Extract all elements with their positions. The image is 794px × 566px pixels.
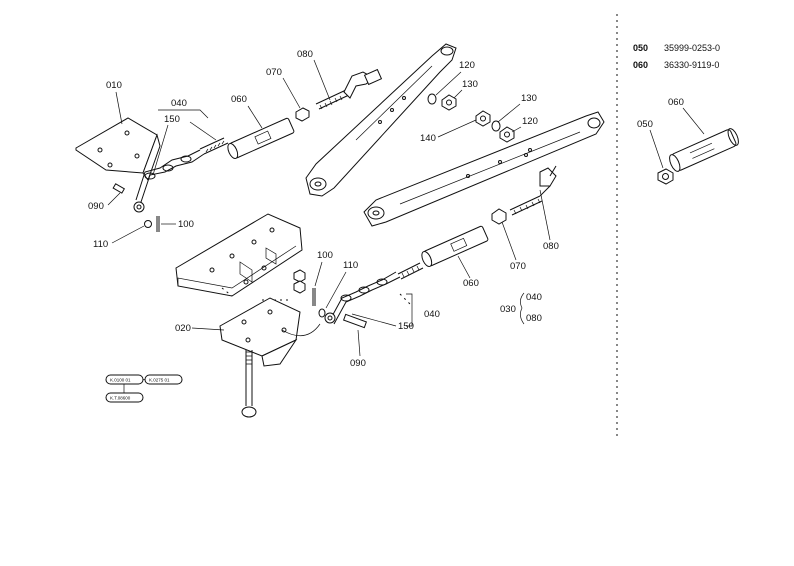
- callout-110-top: 110: [93, 239, 108, 250]
- callout-060-top: 060: [231, 94, 247, 105]
- bracket-plate-010: 010: [75, 80, 161, 182]
- callout-100-top: 100: [178, 219, 194, 230]
- lower-turnbuckle: 080 070 060: [421, 165, 559, 289]
- callout-130-mid: 130: [521, 93, 537, 104]
- serial-box-3: [105, 392, 144, 403]
- mounting-frame: [175, 213, 306, 301]
- callout-070-top: 070: [266, 67, 282, 78]
- callout-010: 010: [106, 80, 122, 91]
- callout-060-bot: 060: [463, 278, 479, 289]
- callout-080-group: 080: [526, 313, 542, 324]
- lower-lift-chain: 040 150: [324, 262, 440, 332]
- bracket-plate-020: 020: [175, 297, 321, 367]
- callout-140: 140: [420, 133, 436, 144]
- legend-code-1: 050: [633, 43, 648, 53]
- legend-code-2: 060: [633, 60, 648, 70]
- mounting-bolt: [241, 350, 257, 418]
- callout-080-top: 080: [297, 49, 313, 60]
- callout-070-bot: 070: [510, 261, 526, 272]
- lift-arm-upper: [305, 43, 457, 197]
- upper-turnbuckle: 060 070 080: [227, 49, 383, 160]
- legend-part-number-1: 35999-0253-0: [664, 43, 720, 53]
- legend-part-number-2: 36330-9119-0: [664, 60, 719, 70]
- assembly-group-030: 040 030 080: [500, 292, 542, 325]
- parts-legend: 050 35999-0253-0 060 36330-9119-0: [633, 43, 720, 70]
- callout-120-top: 120: [459, 60, 475, 71]
- callout-080-bot: 080: [543, 241, 559, 252]
- pin-090-lower: 090: [342, 313, 368, 369]
- callout-050-side: 050: [637, 119, 653, 130]
- callout-030: 030: [500, 304, 516, 315]
- callout-150-bot: 150: [398, 321, 414, 332]
- washer-cotter-upper: 110 100: [93, 216, 194, 250]
- callout-090-bot: 090: [350, 358, 366, 369]
- side-detail-sleeve: 050 060: [637, 97, 739, 185]
- lift-arm-lower: [363, 111, 605, 227]
- callout-130-top: 130: [462, 79, 478, 90]
- callout-020: 020: [175, 323, 191, 334]
- callout-040-group: 040: [526, 292, 542, 303]
- callout-040-bot: 040: [424, 309, 440, 320]
- svg-text:K.0275 01: K.0275 01: [149, 378, 170, 383]
- callout-060-side: 060: [668, 97, 684, 108]
- middle-pin-hardware: 140 130 120: [420, 93, 538, 144]
- upper-lift-chain: 040 150: [133, 98, 229, 213]
- callout-100-bot: 100: [317, 250, 333, 261]
- svg-text:K.T.08600: K.T.08600: [110, 396, 131, 401]
- pin-090-upper: 090: [88, 183, 126, 212]
- callout-120-mid: 120: [522, 116, 538, 127]
- callout-090-top: 090: [88, 201, 104, 212]
- washer-cotter-lower: 100 110: [312, 250, 358, 318]
- callout-150-top: 150: [164, 114, 180, 125]
- svg-text:K.0100 01: K.0100 01: [110, 378, 131, 383]
- callout-110-bot: 110: [343, 260, 358, 271]
- serial-number-boxes: K.0100 01 K.0275 01 K.T.08600: [105, 374, 183, 403]
- callout-040-top: 040: [171, 98, 187, 109]
- upper-pin-hardware: 120 130: [427, 60, 478, 111]
